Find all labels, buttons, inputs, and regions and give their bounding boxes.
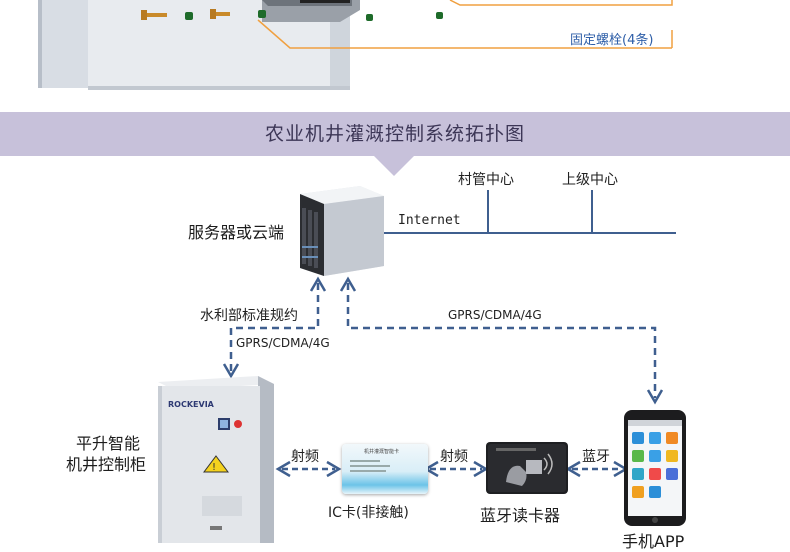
bluetooth-reader-icon <box>486 442 568 494</box>
reader-label: 蓝牙读卡器 <box>480 502 560 526</box>
ic-card-title: 机井灌溉智能卡 <box>364 448 399 455</box>
server-phone-link <box>348 283 655 398</box>
ic-card-icon: 机井灌溉智能卡 <box>342 444 428 494</box>
gprs-top-label: GPRS/CDMA/4G <box>448 308 542 322</box>
water-standard-label: 水利部标准规约 <box>198 305 300 325</box>
village-center-label: 村管中心 <box>458 169 514 189</box>
server-cabinet-link <box>231 283 318 372</box>
ic-card-label: IC卡(非接触) <box>328 502 409 522</box>
cabinet-brand: ROCKEVIA <box>168 400 214 409</box>
server-label: 服务器或云端 <box>188 219 284 243</box>
phone-icon <box>624 410 686 526</box>
upper-center-label: 上级中心 <box>562 169 618 189</box>
controller-label-line2: 机井控制柜 <box>66 451 146 475</box>
rf-right-label: 射频 <box>440 446 468 466</box>
gprs-left-label: GPRS/CDMA/4G <box>236 336 330 350</box>
svg-text:!: ! <box>212 462 216 473</box>
internet-label: Internet <box>398 213 461 228</box>
rf-left-label: 射频 <box>291 446 319 466</box>
server-icon <box>300 186 386 278</box>
control-cabinet-icon: ! <box>150 372 278 543</box>
phone-app-label: 手机APP <box>622 528 684 552</box>
bluetooth-label: 蓝牙 <box>582 446 610 466</box>
